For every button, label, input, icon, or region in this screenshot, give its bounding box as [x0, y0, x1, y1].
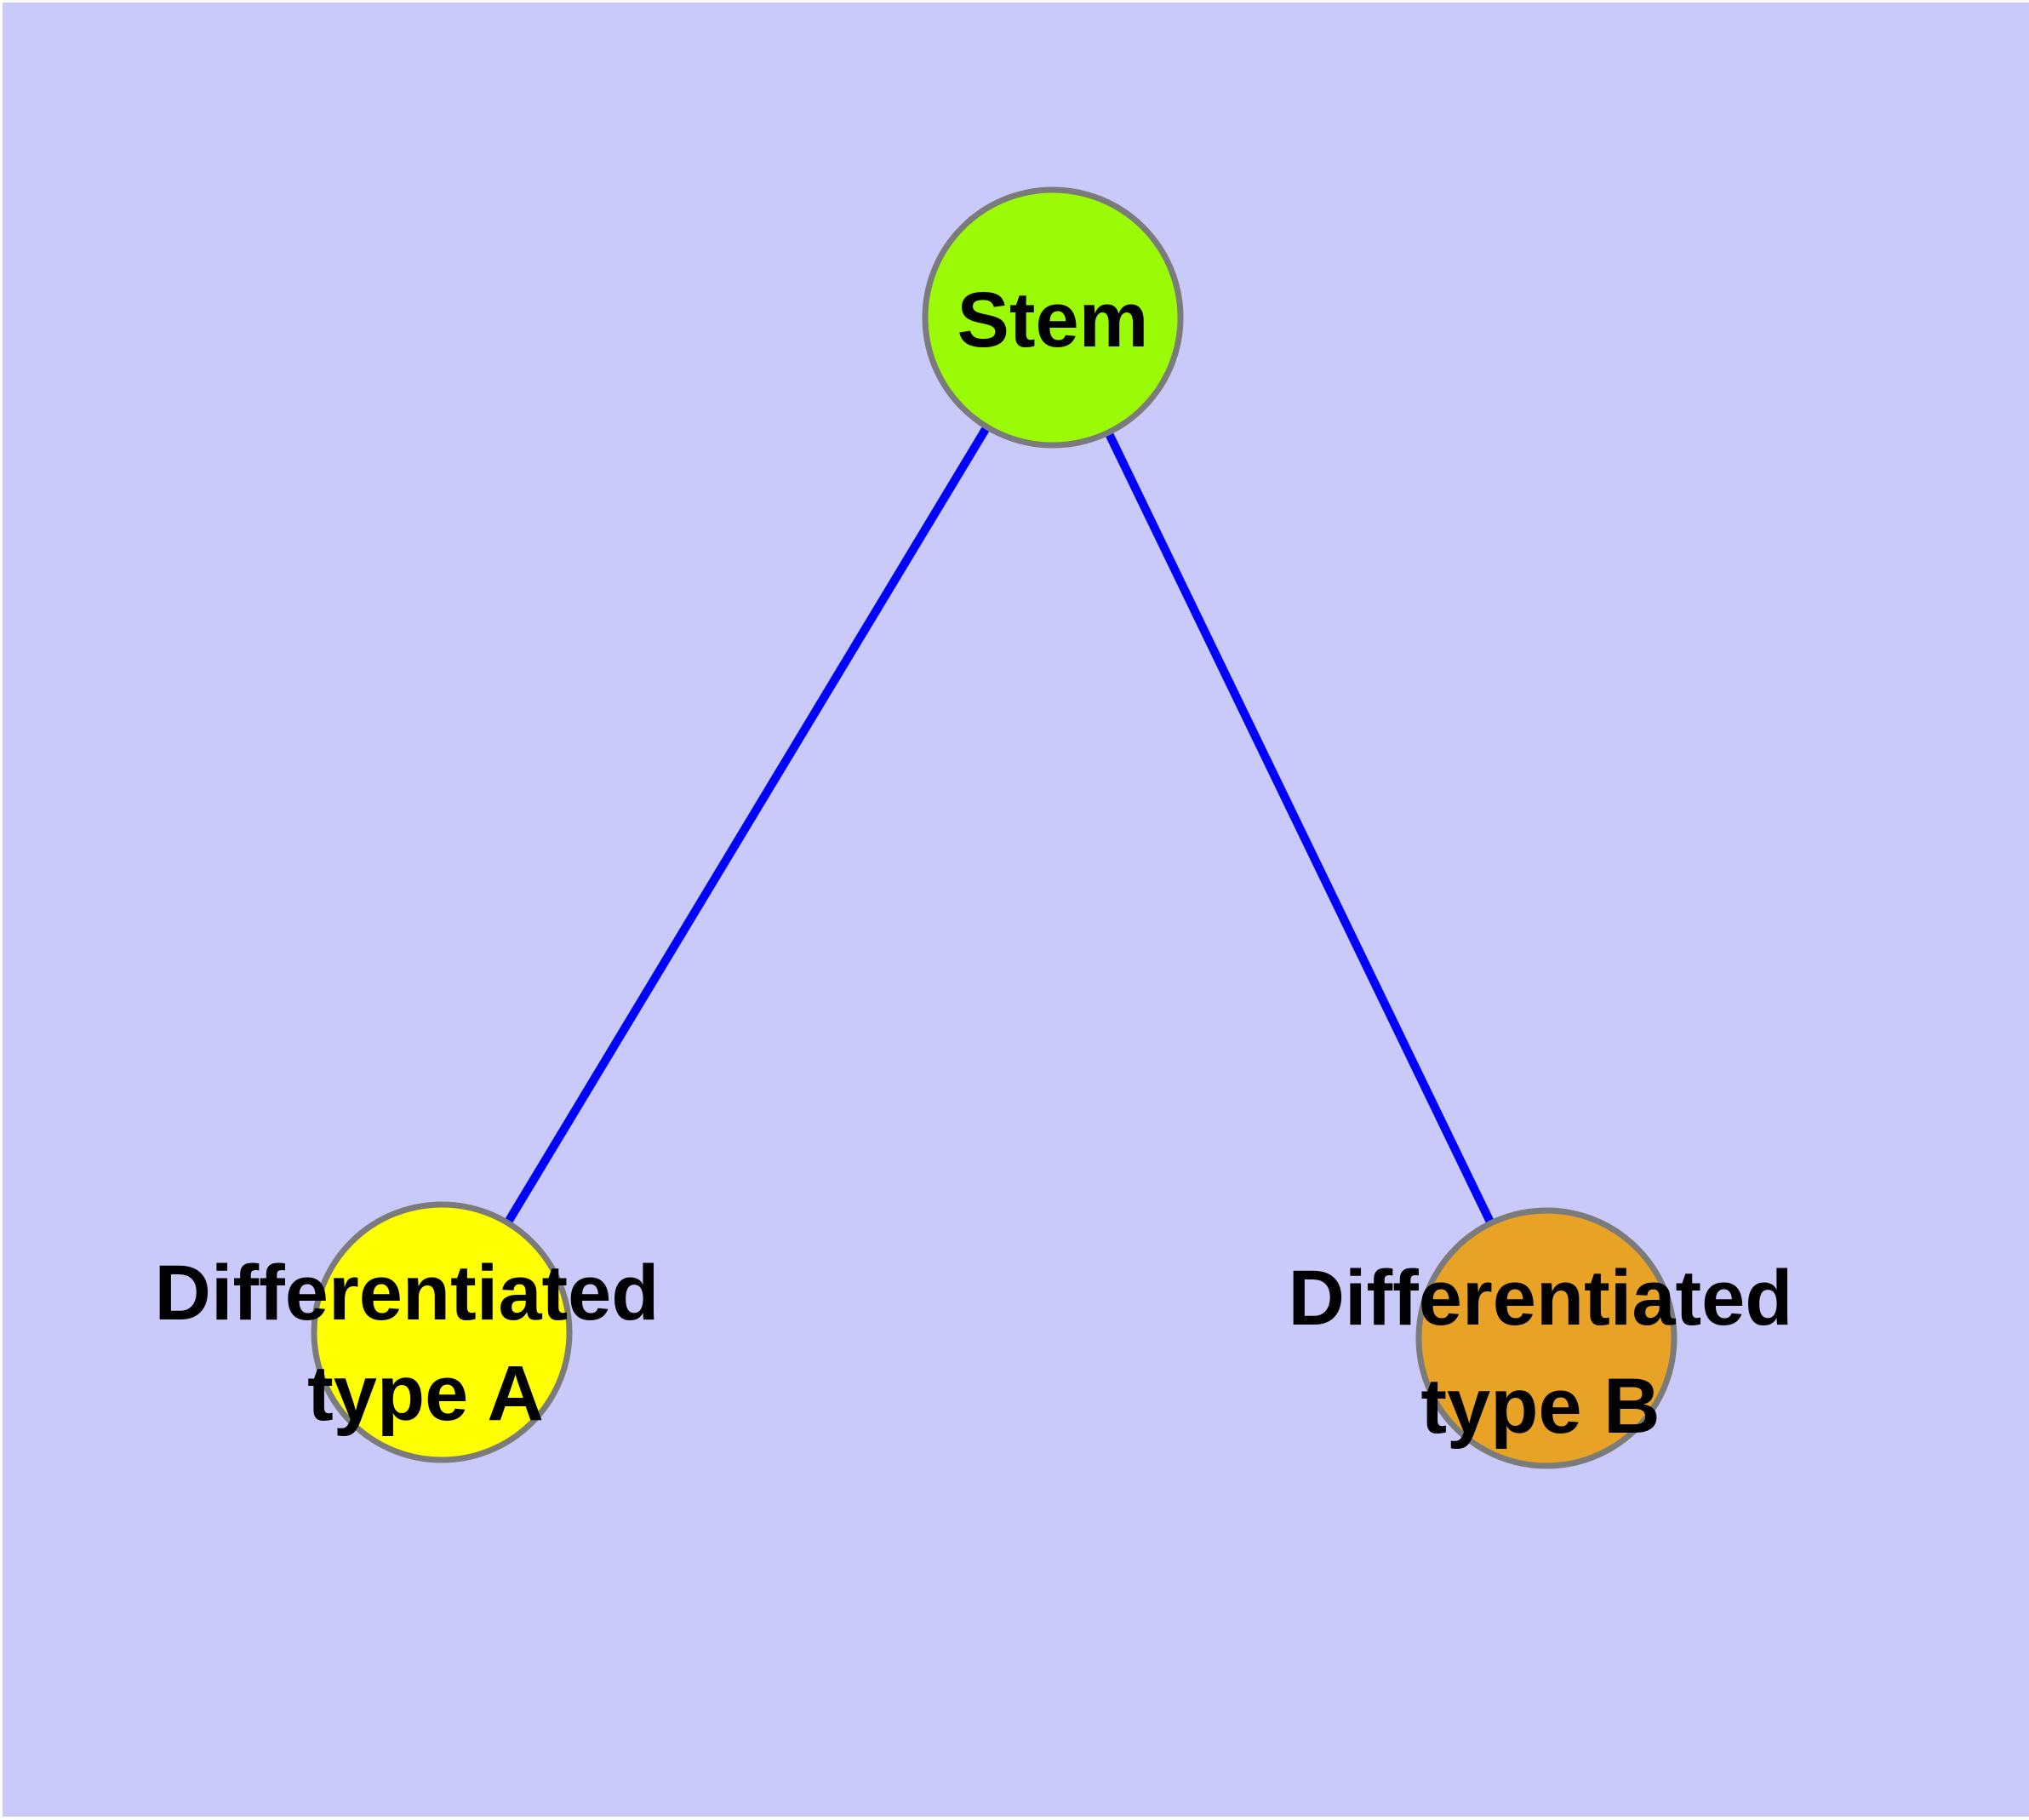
node-differentiated-type-b-label-line-1: Differentiated — [1289, 1255, 1793, 1342]
node-differentiated-type-a-circle — [311, 1201, 573, 1463]
node-stem-label-line-1: Stem — [957, 277, 1149, 363]
node-differentiated-type-a-label-line-2: type A — [307, 1350, 544, 1437]
edge-stem-to-differentiated-type-b — [1049, 315, 1551, 1341]
node-differentiated-type-b-label-line-2: type B — [1420, 1363, 1660, 1450]
edge-stem-to-differentiated-type-a — [437, 315, 1057, 1335]
node-differentiated-type-b-circle — [1415, 1207, 1677, 1469]
node-differentiated-type-a-label-line-1: Differentiated — [155, 1250, 660, 1336]
node-stem-circle — [922, 186, 1184, 449]
